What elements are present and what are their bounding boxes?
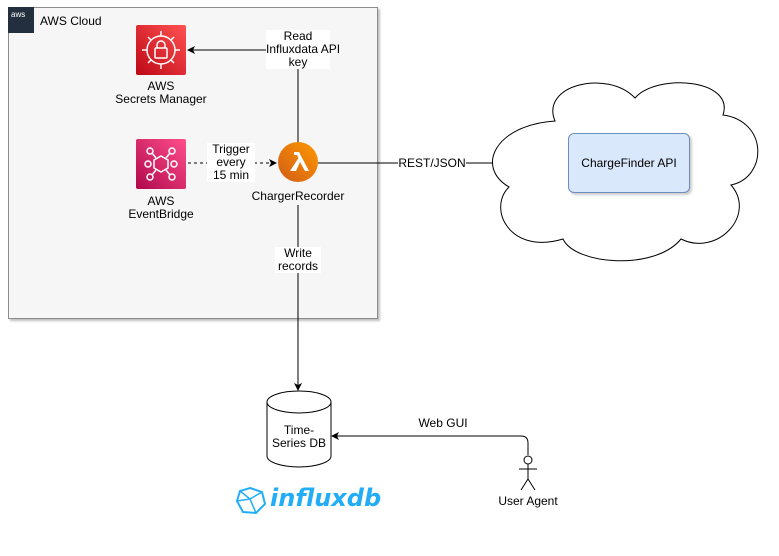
trigger-label-line2: every bbox=[216, 155, 246, 169]
read-key-label-line3: key bbox=[288, 55, 308, 69]
read-key-label: Read Influxdata API key bbox=[266, 29, 341, 69]
chargefinder-api-node: ChargeFinder API bbox=[568, 133, 690, 193]
write-label-line1: Write bbox=[284, 246, 312, 260]
eventbridge-label-line2: EventBridge bbox=[128, 207, 194, 221]
read-key-label-line1: Read bbox=[283, 29, 313, 43]
eventbridge-label: AWS EventBridge bbox=[101, 195, 221, 221]
influxdb-logo-text: influxdb bbox=[270, 484, 382, 512]
timeseries-db-label-line1: Time- bbox=[283, 423, 315, 437]
lock-icon bbox=[142, 31, 180, 69]
secrets-manager-label-line2: Secrets Manager bbox=[115, 92, 207, 106]
cloud-title: AWS Cloud bbox=[40, 14, 102, 28]
trigger-label-line3: 15 min bbox=[212, 168, 250, 182]
lambda-node bbox=[278, 142, 318, 182]
aws-logo-icon: aws bbox=[8, 7, 34, 33]
user-agent-icon bbox=[519, 455, 537, 491]
secrets-manager-node bbox=[136, 25, 186, 75]
timeseries-db-cylinder bbox=[266, 390, 332, 468]
aws-badge-text: aws bbox=[11, 10, 26, 19]
trigger-label-line1: Trigger bbox=[212, 142, 250, 156]
trigger-label: Trigger every 15 min bbox=[207, 143, 255, 182]
eventbridge-label-line1: AWS bbox=[147, 194, 175, 208]
write-label-line2: records bbox=[277, 259, 318, 273]
web-gui-label: Web GUI bbox=[418, 416, 468, 430]
secrets-manager-label-line1: AWS bbox=[147, 79, 175, 93]
user-agent-label: User Agent bbox=[498, 494, 558, 508]
write-label: Write records bbox=[275, 247, 321, 273]
read-key-label-line2: Influxdata API bbox=[266, 42, 341, 56]
lambda-icon bbox=[290, 152, 309, 171]
timeseries-db-label-line2: Series DB bbox=[271, 436, 327, 450]
rest-label: REST/JSON bbox=[398, 156, 466, 170]
eventbridge-node bbox=[136, 139, 186, 189]
web-gui-connector bbox=[331, 432, 529, 455]
lambda-label: ChargerRecorder bbox=[251, 189, 345, 203]
secrets-manager-label: AWS Secrets Manager bbox=[101, 80, 221, 106]
timeseries-db-label: Time- Series DB bbox=[266, 424, 332, 450]
influxdb-logo-icon bbox=[235, 486, 267, 515]
eventbridge-icon bbox=[144, 147, 178, 181]
